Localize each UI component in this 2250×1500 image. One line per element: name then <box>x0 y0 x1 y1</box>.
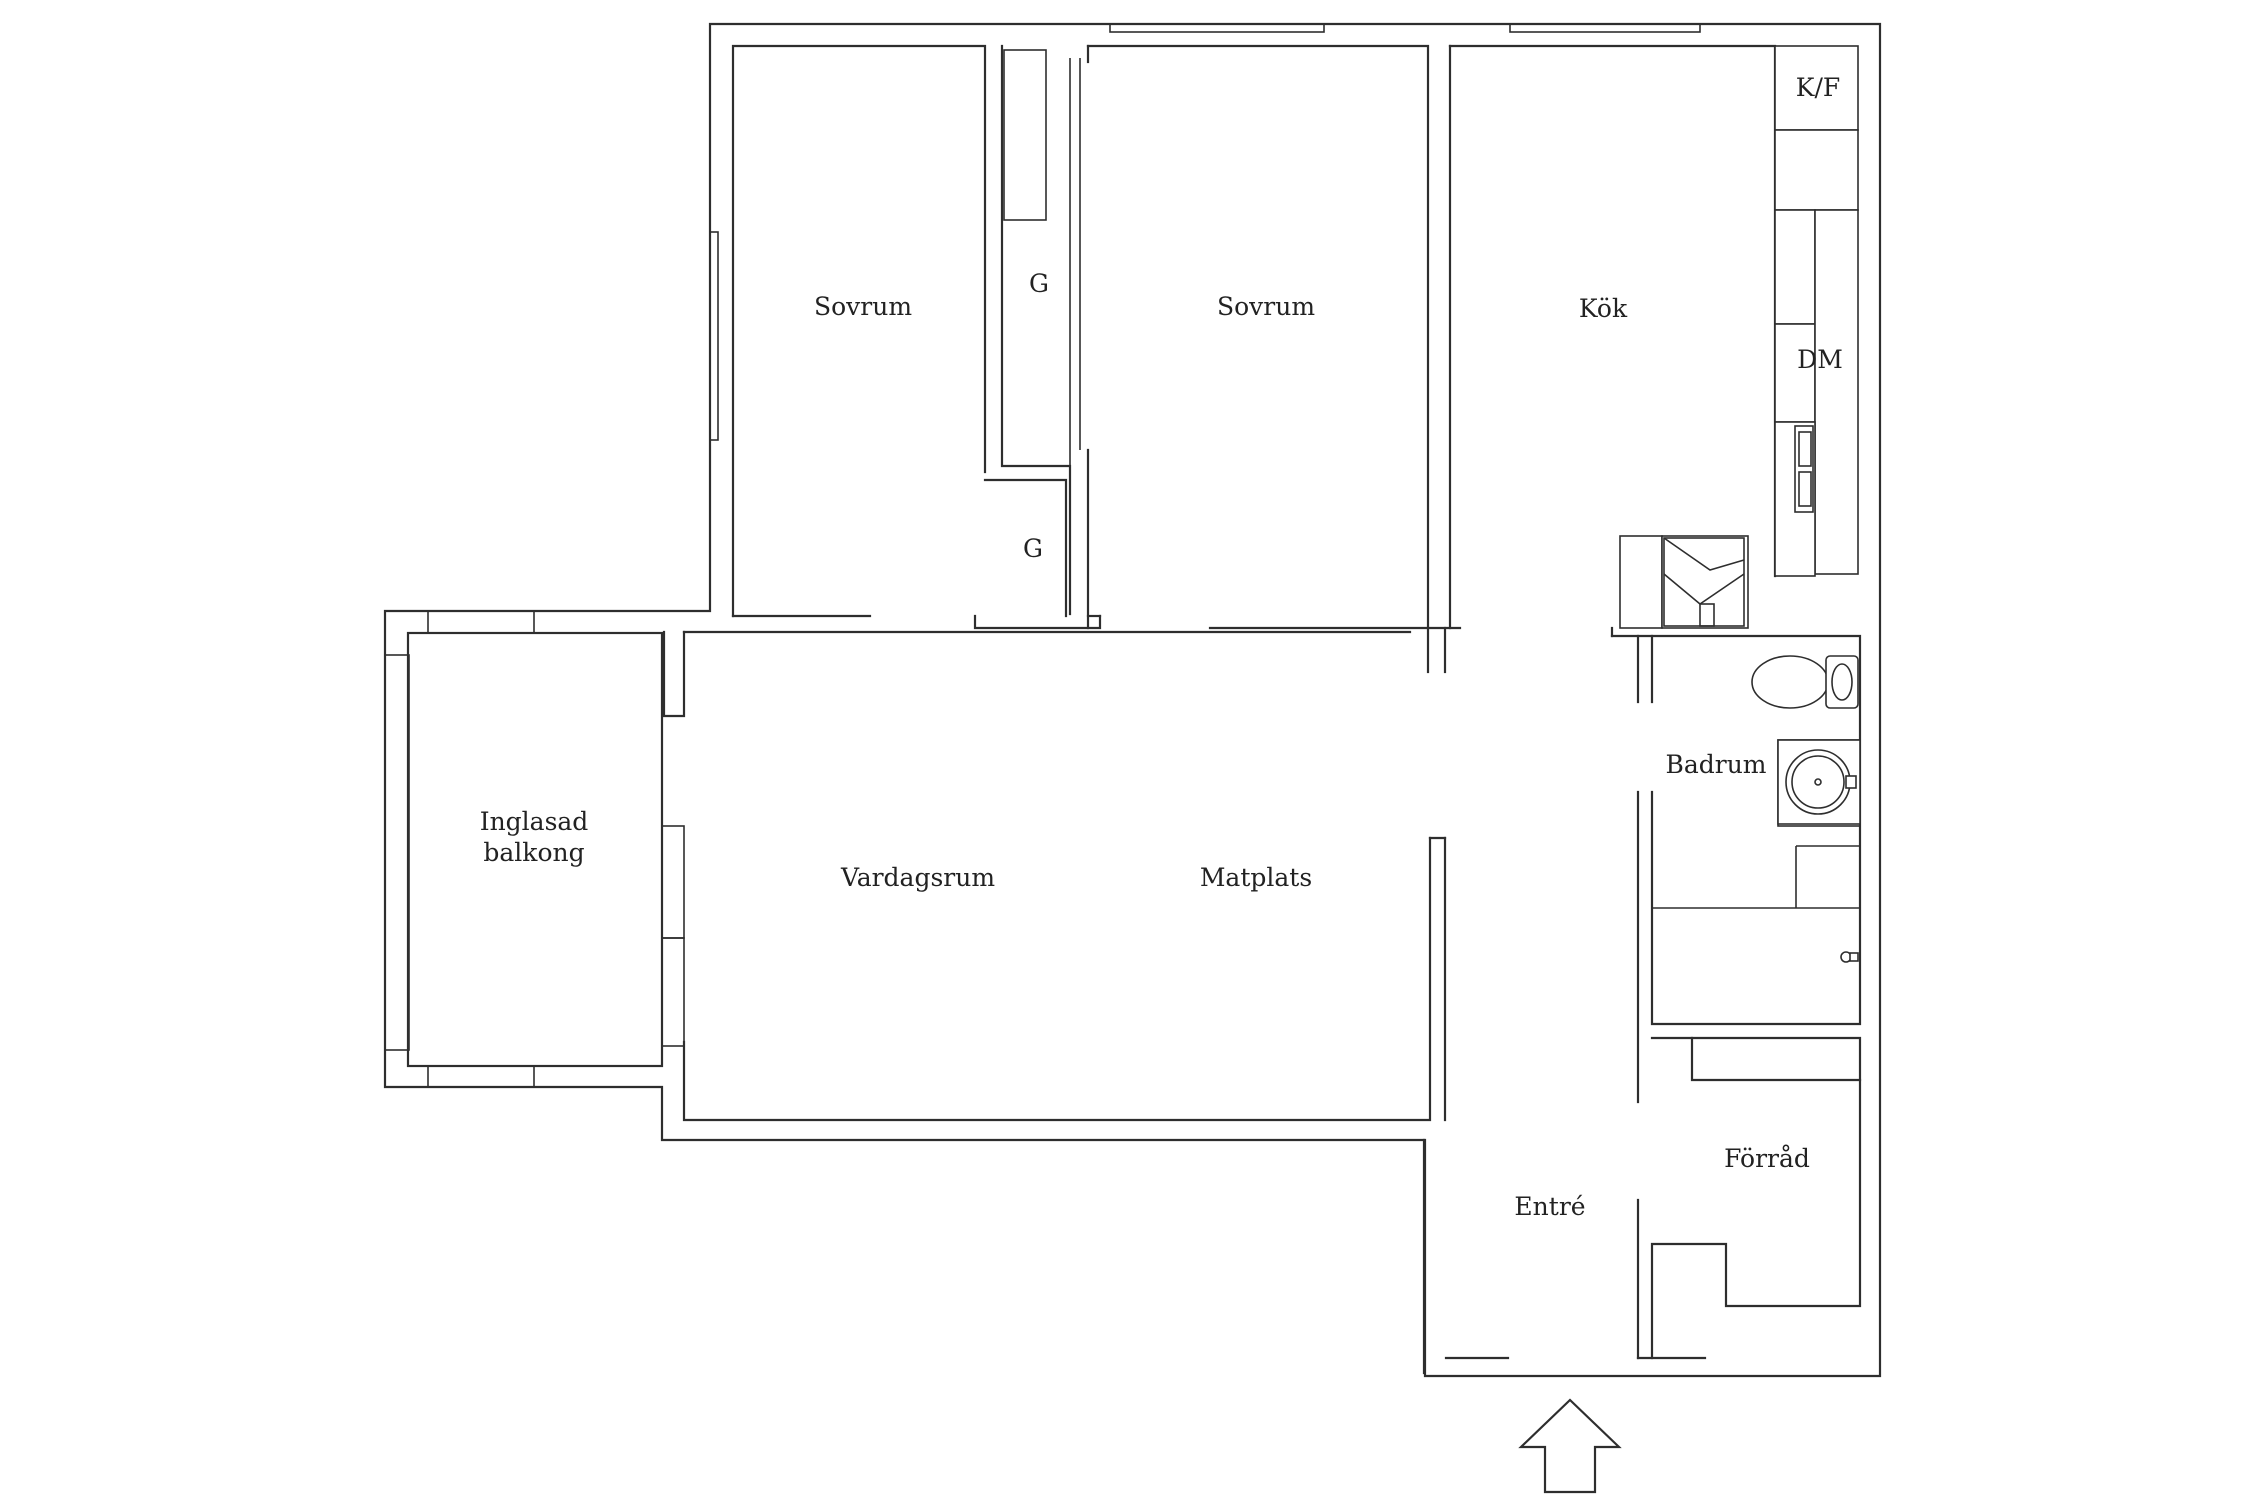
label-balkong-line2: balkong <box>483 838 584 867</box>
label-matplats: Matplats <box>1200 863 1312 892</box>
label-forrad: Förråd <box>1724 1144 1810 1173</box>
shower-tap-icon <box>1840 951 1859 963</box>
label-entre: Entré <box>1514 1192 1585 1221</box>
label-kok: Kök <box>1579 294 1628 323</box>
outer-walls <box>383 22 1882 1378</box>
label-badrum: Badrum <box>1665 750 1766 779</box>
label-garderob-top: G <box>1029 269 1049 298</box>
room-labels: Sovrum G G Sovrum Kök K/F DM Inglasad ba… <box>480 73 1843 1221</box>
entrance-arrow-icon <box>1518 1398 1622 1494</box>
label-vardagsrum: Vardagsrum <box>840 863 995 892</box>
label-sovrum-left: Sovrum <box>814 292 912 321</box>
label-sovrum-right: Sovrum <box>1217 292 1315 321</box>
washbasin-icon <box>1777 739 1861 825</box>
label-balkong-line1: Inglasad <box>480 807 589 836</box>
stove-hood-icon <box>1663 537 1745 627</box>
label-kyl-frys: K/F <box>1796 73 1840 102</box>
kitchen-sink-icon <box>1794 425 1814 513</box>
interior-walls <box>406 44 1862 1360</box>
windows <box>384 23 1701 1088</box>
label-diskmaskin: DM <box>1797 345 1843 374</box>
label-garderob-bottom: G <box>1023 534 1043 563</box>
toilet-icon <box>1751 655 1859 709</box>
